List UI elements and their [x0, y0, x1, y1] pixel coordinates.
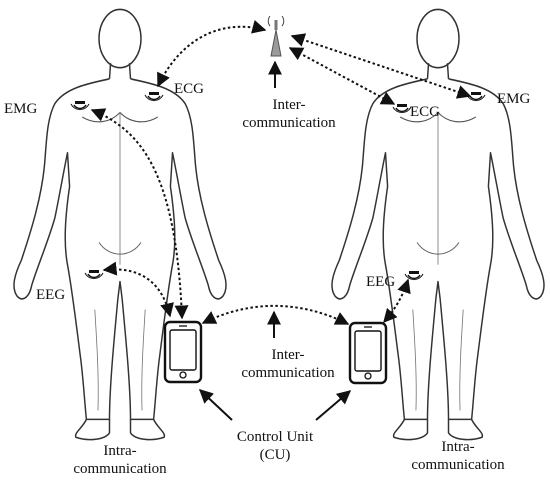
intra-right-line1: Intra-: [441, 439, 475, 455]
intra-right-line2: communication: [411, 457, 505, 473]
ecg-right-label: ECG: [410, 104, 440, 120]
inter-mid-line1: Inter-: [271, 347, 305, 363]
intra-right-label: Intra- communication: [411, 438, 504, 474]
ecg-sensor-left-icon: [144, 91, 164, 102]
inter-top-label: Inter- communication: [242, 96, 335, 132]
eeg-sensor-left-icon: [84, 269, 104, 280]
link-tower-ecg-left: [157, 19, 267, 88]
smartphone-left-icon: [163, 320, 203, 384]
intra-left-label: Intra- communication: [73, 442, 166, 478]
inter-mid-label: Inter- communication: [241, 346, 334, 382]
smartphone-right-icon: [348, 321, 388, 385]
emg-right-label: EMG: [497, 91, 531, 107]
antenna-tower-icon: [267, 15, 285, 57]
link-phone-phone: [201, 304, 350, 325]
emg-sensor-right-icon: [466, 91, 486, 102]
ecg-left-label: ECG: [174, 81, 204, 97]
link-eeg-right-phone: [383, 278, 411, 324]
control-unit-label: Control Unit (CU): [237, 428, 313, 464]
eeg-sensor-right-icon: [404, 270, 424, 281]
emg-left-label: EMG: [4, 101, 38, 117]
control-unit-line1: Control Unit: [236, 429, 314, 445]
eeg-left-label: EEG: [36, 287, 66, 303]
eeg-right-label: EEG: [366, 274, 396, 290]
link-tower-emg-right: [290, 33, 472, 99]
control-unit-line2: (CU): [259, 447, 291, 463]
ecg-sensor-right-icon: [392, 103, 412, 114]
intra-left-line1: Intra-: [103, 443, 137, 459]
inter-top-line1: Inter-: [272, 97, 306, 113]
emg-sensor-left-icon: [70, 100, 90, 111]
intra-left-line2: communication: [73, 461, 167, 477]
arrow-cu-left: [198, 389, 233, 421]
inter-mid-line2: communication: [241, 365, 335, 381]
arrow-cu-right: [315, 390, 352, 421]
link-eeg-left-phone: [102, 261, 174, 318]
inter-top-line2: communication: [242, 115, 336, 131]
